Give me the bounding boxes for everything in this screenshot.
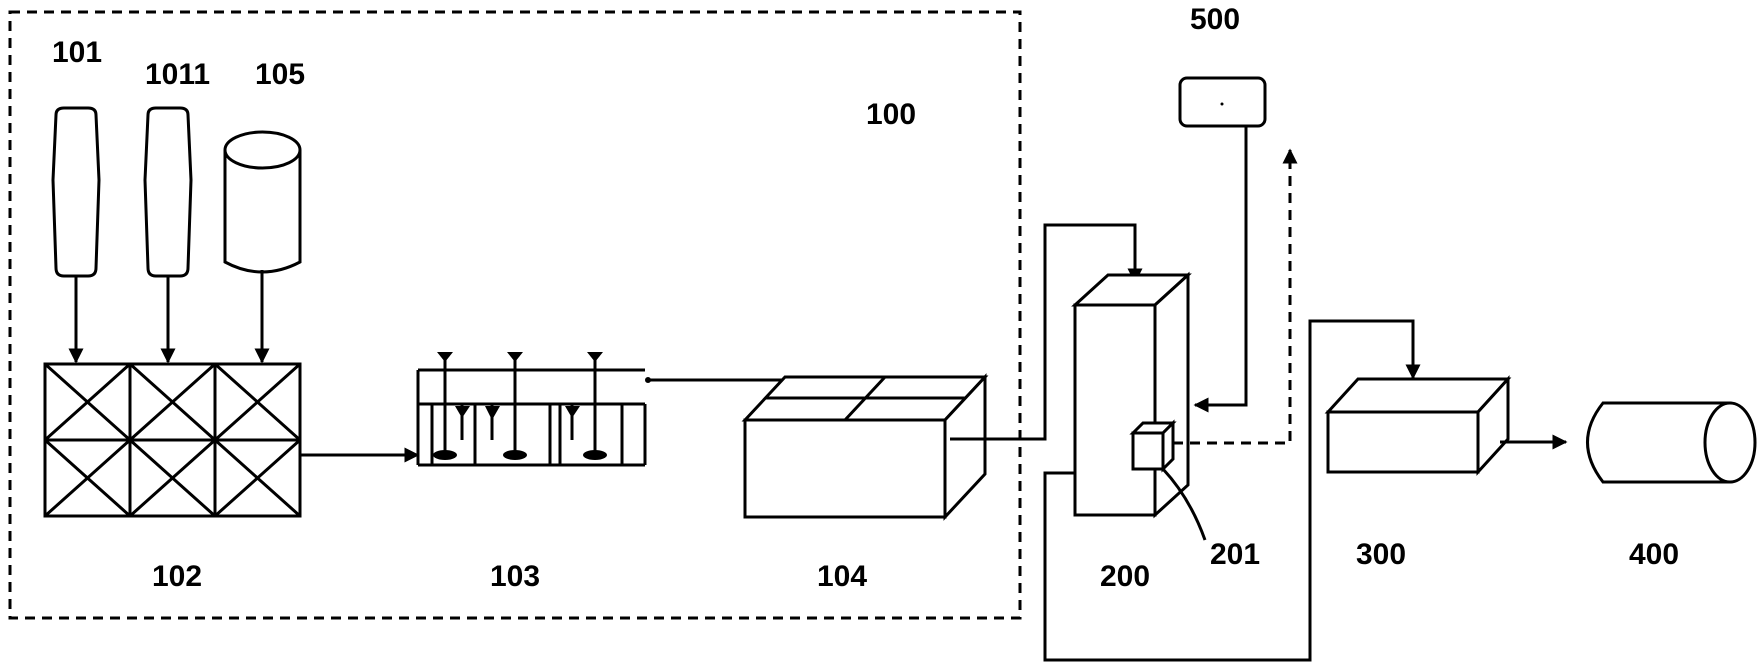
box-104	[741, 373, 989, 521]
cylinder-105	[223, 130, 302, 274]
label-300: 300	[1356, 538, 1407, 571]
label-103: 103	[490, 560, 541, 593]
tank-400	[1586, 401, 1757, 484]
device-200	[1071, 271, 1192, 519]
tank-101	[51, 106, 101, 278]
arrow-500-200	[1193, 126, 1248, 413]
sensor-201	[1129, 419, 1177, 473]
grid-102	[43, 362, 302, 518]
label-100: 100	[866, 98, 917, 131]
label-104: 104	[817, 560, 868, 593]
signal-201-500	[1173, 148, 1298, 445]
label-400: 400	[1629, 538, 1680, 571]
label-201: 201	[1210, 538, 1261, 571]
label-101: 101	[52, 36, 103, 69]
tank-1011	[143, 106, 193, 278]
manifold-103	[416, 352, 651, 467]
box-500	[1178, 76, 1267, 128]
label-500: 500	[1190, 3, 1241, 36]
boundary-100	[8, 10, 1022, 620]
pipe-200-300	[1043, 319, 1421, 662]
label-1011: 1011	[145, 58, 211, 91]
box-300	[1324, 375, 1512, 476]
label-200: 200	[1100, 560, 1151, 593]
pipe-104-200	[950, 223, 1143, 441]
label-105: 105	[255, 58, 306, 91]
label-102: 102	[152, 560, 203, 593]
leader-201	[1161, 467, 1207, 541]
